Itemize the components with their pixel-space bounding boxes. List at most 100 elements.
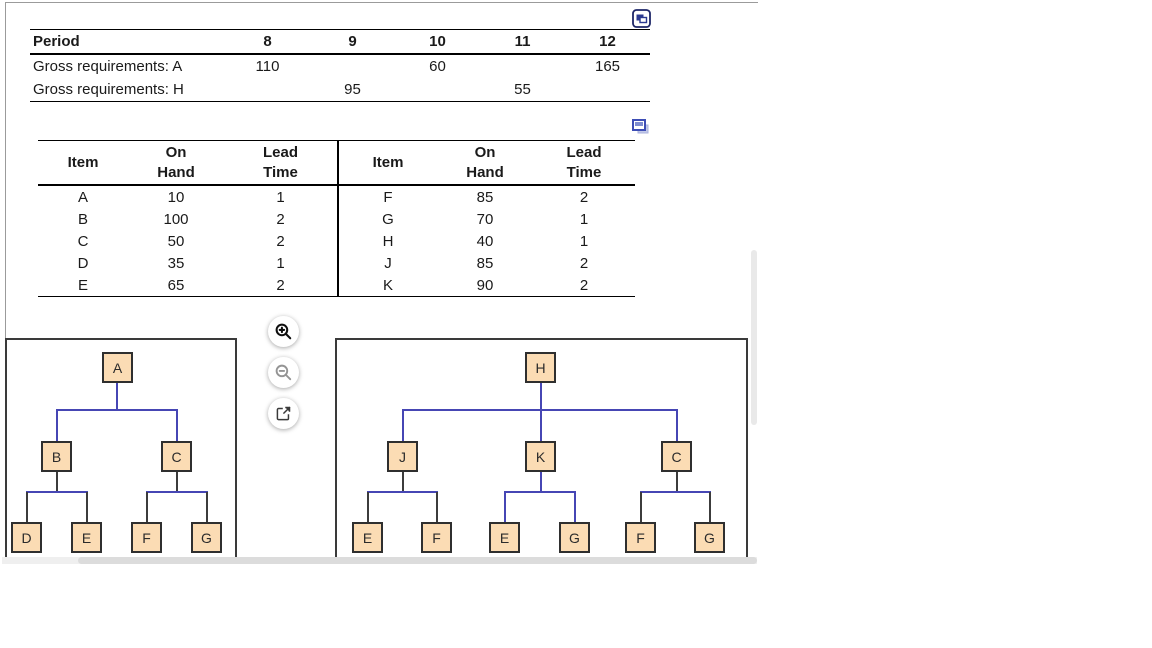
connector-line	[116, 383, 118, 411]
period-header-row: Period 8 9 10 11 12	[30, 30, 650, 53]
cell: G	[382, 210, 394, 228]
cell: 2	[579, 254, 589, 272]
cell: 60	[429, 58, 446, 75]
zoom-in-button[interactable]	[268, 316, 299, 347]
open-external-icon	[275, 405, 292, 422]
row-label: Gross requirements: A	[33, 58, 183, 75]
cell: 2	[579, 188, 589, 206]
connector-line	[540, 383, 542, 411]
cell: 2	[276, 232, 285, 250]
tree-node: K	[525, 441, 556, 472]
col-header-on-hand: On Hand	[466, 143, 504, 181]
cell: C	[77, 232, 89, 250]
copy-table-icon[interactable]	[630, 118, 650, 137]
cell: 35	[167, 254, 185, 272]
zoom-out-button[interactable]	[268, 357, 299, 388]
tree-node: C	[161, 441, 192, 472]
table-divider	[337, 141, 339, 296]
connector-line	[367, 492, 369, 522]
connector-line	[367, 491, 438, 493]
popout-window-icon[interactable]	[632, 9, 651, 28]
cell: 110	[255, 58, 280, 75]
connector-line	[504, 492, 506, 522]
cell: 2	[276, 276, 285, 294]
connector-line	[540, 472, 542, 493]
period-col: 8	[263, 33, 272, 50]
zoom-in-icon	[274, 322, 293, 341]
period-col: 11	[514, 33, 531, 50]
cell: 85	[476, 254, 494, 272]
tree-node: F	[625, 522, 656, 553]
connector-line	[504, 491, 576, 493]
horizontal-scrollbar[interactable]	[2, 557, 757, 564]
cell: F	[383, 188, 393, 206]
tree-node: E	[489, 522, 520, 553]
tree-node: G	[191, 522, 222, 553]
table-row: K 90 2	[339, 274, 635, 296]
tree-node: F	[421, 522, 452, 553]
table-row: J 85 2	[339, 252, 635, 274]
cell: 100	[163, 210, 189, 228]
cell: 70	[476, 210, 494, 228]
cell: E	[77, 276, 88, 294]
tree-node: B	[41, 441, 72, 472]
connector-line	[676, 472, 678, 493]
cell: 90	[476, 276, 494, 294]
open-external-button[interactable]	[268, 398, 299, 429]
connector-line	[640, 492, 642, 522]
vertical-scrollbar-thumb[interactable]	[751, 250, 757, 425]
connector-line	[709, 492, 711, 522]
connector-line	[540, 410, 542, 441]
table-row: A 10 1	[38, 186, 337, 208]
zoom-out-icon	[274, 363, 293, 382]
cell: 2	[276, 210, 285, 228]
connector-line	[56, 472, 58, 493]
cell: H	[382, 232, 394, 250]
table-row: G 70 1	[339, 208, 635, 230]
cell: 55	[514, 81, 531, 98]
cell: A	[77, 188, 88, 206]
col-header-lead-time: Lead Time	[566, 143, 602, 181]
cell: 40	[476, 232, 494, 250]
table-row: Gross requirements: H 95 55	[30, 78, 650, 101]
tree-node: A	[102, 352, 133, 383]
table-row: H 40 1	[339, 230, 635, 252]
cell: 65	[167, 276, 185, 294]
cell: J	[384, 254, 392, 272]
cell: 165	[594, 58, 621, 75]
col-header-item: Item	[67, 153, 99, 171]
header-rule	[38, 184, 635, 186]
connector-line	[146, 492, 148, 522]
connector-line	[86, 492, 88, 522]
connector-line	[26, 491, 88, 493]
cell: 1	[276, 188, 285, 206]
cell: B	[77, 210, 88, 228]
cell: 95	[344, 81, 361, 98]
connector-line	[176, 472, 178, 493]
tree-node: D	[11, 522, 42, 553]
col-header-lead-time: Lead Time	[262, 143, 298, 181]
row-label: Gross requirements: H	[33, 81, 184, 98]
period-col: 9	[348, 33, 357, 50]
tree-node: G	[694, 522, 725, 553]
tree-node: H	[525, 352, 556, 383]
horizontal-scrollbar-thumb[interactable]	[78, 557, 757, 564]
connector-line	[56, 409, 178, 411]
cell: K	[382, 276, 393, 294]
table-row: D 35 1	[38, 252, 337, 274]
item-table-left: Item On Hand Lead Time A 10 1 B 100 2 C …	[38, 141, 337, 296]
connector-line	[176, 410, 178, 441]
tree-node: C	[661, 441, 692, 472]
table-row: Gross requirements: A 110 60 165	[30, 55, 650, 78]
cell: 10	[167, 188, 185, 206]
connector-line	[402, 472, 404, 493]
cell: 1	[579, 210, 589, 228]
cell: 1	[579, 232, 589, 250]
gross-requirements-table: Period 8 9 10 11 12 Gross requirements: …	[30, 29, 650, 102]
table-row: F 85 2	[339, 186, 635, 208]
connector-line	[56, 410, 58, 441]
cell: 50	[167, 232, 185, 250]
connector-line	[26, 492, 28, 522]
item-table-right: Item On Hand Lead Time F 85 2 G 70 1 H 4…	[339, 141, 635, 296]
